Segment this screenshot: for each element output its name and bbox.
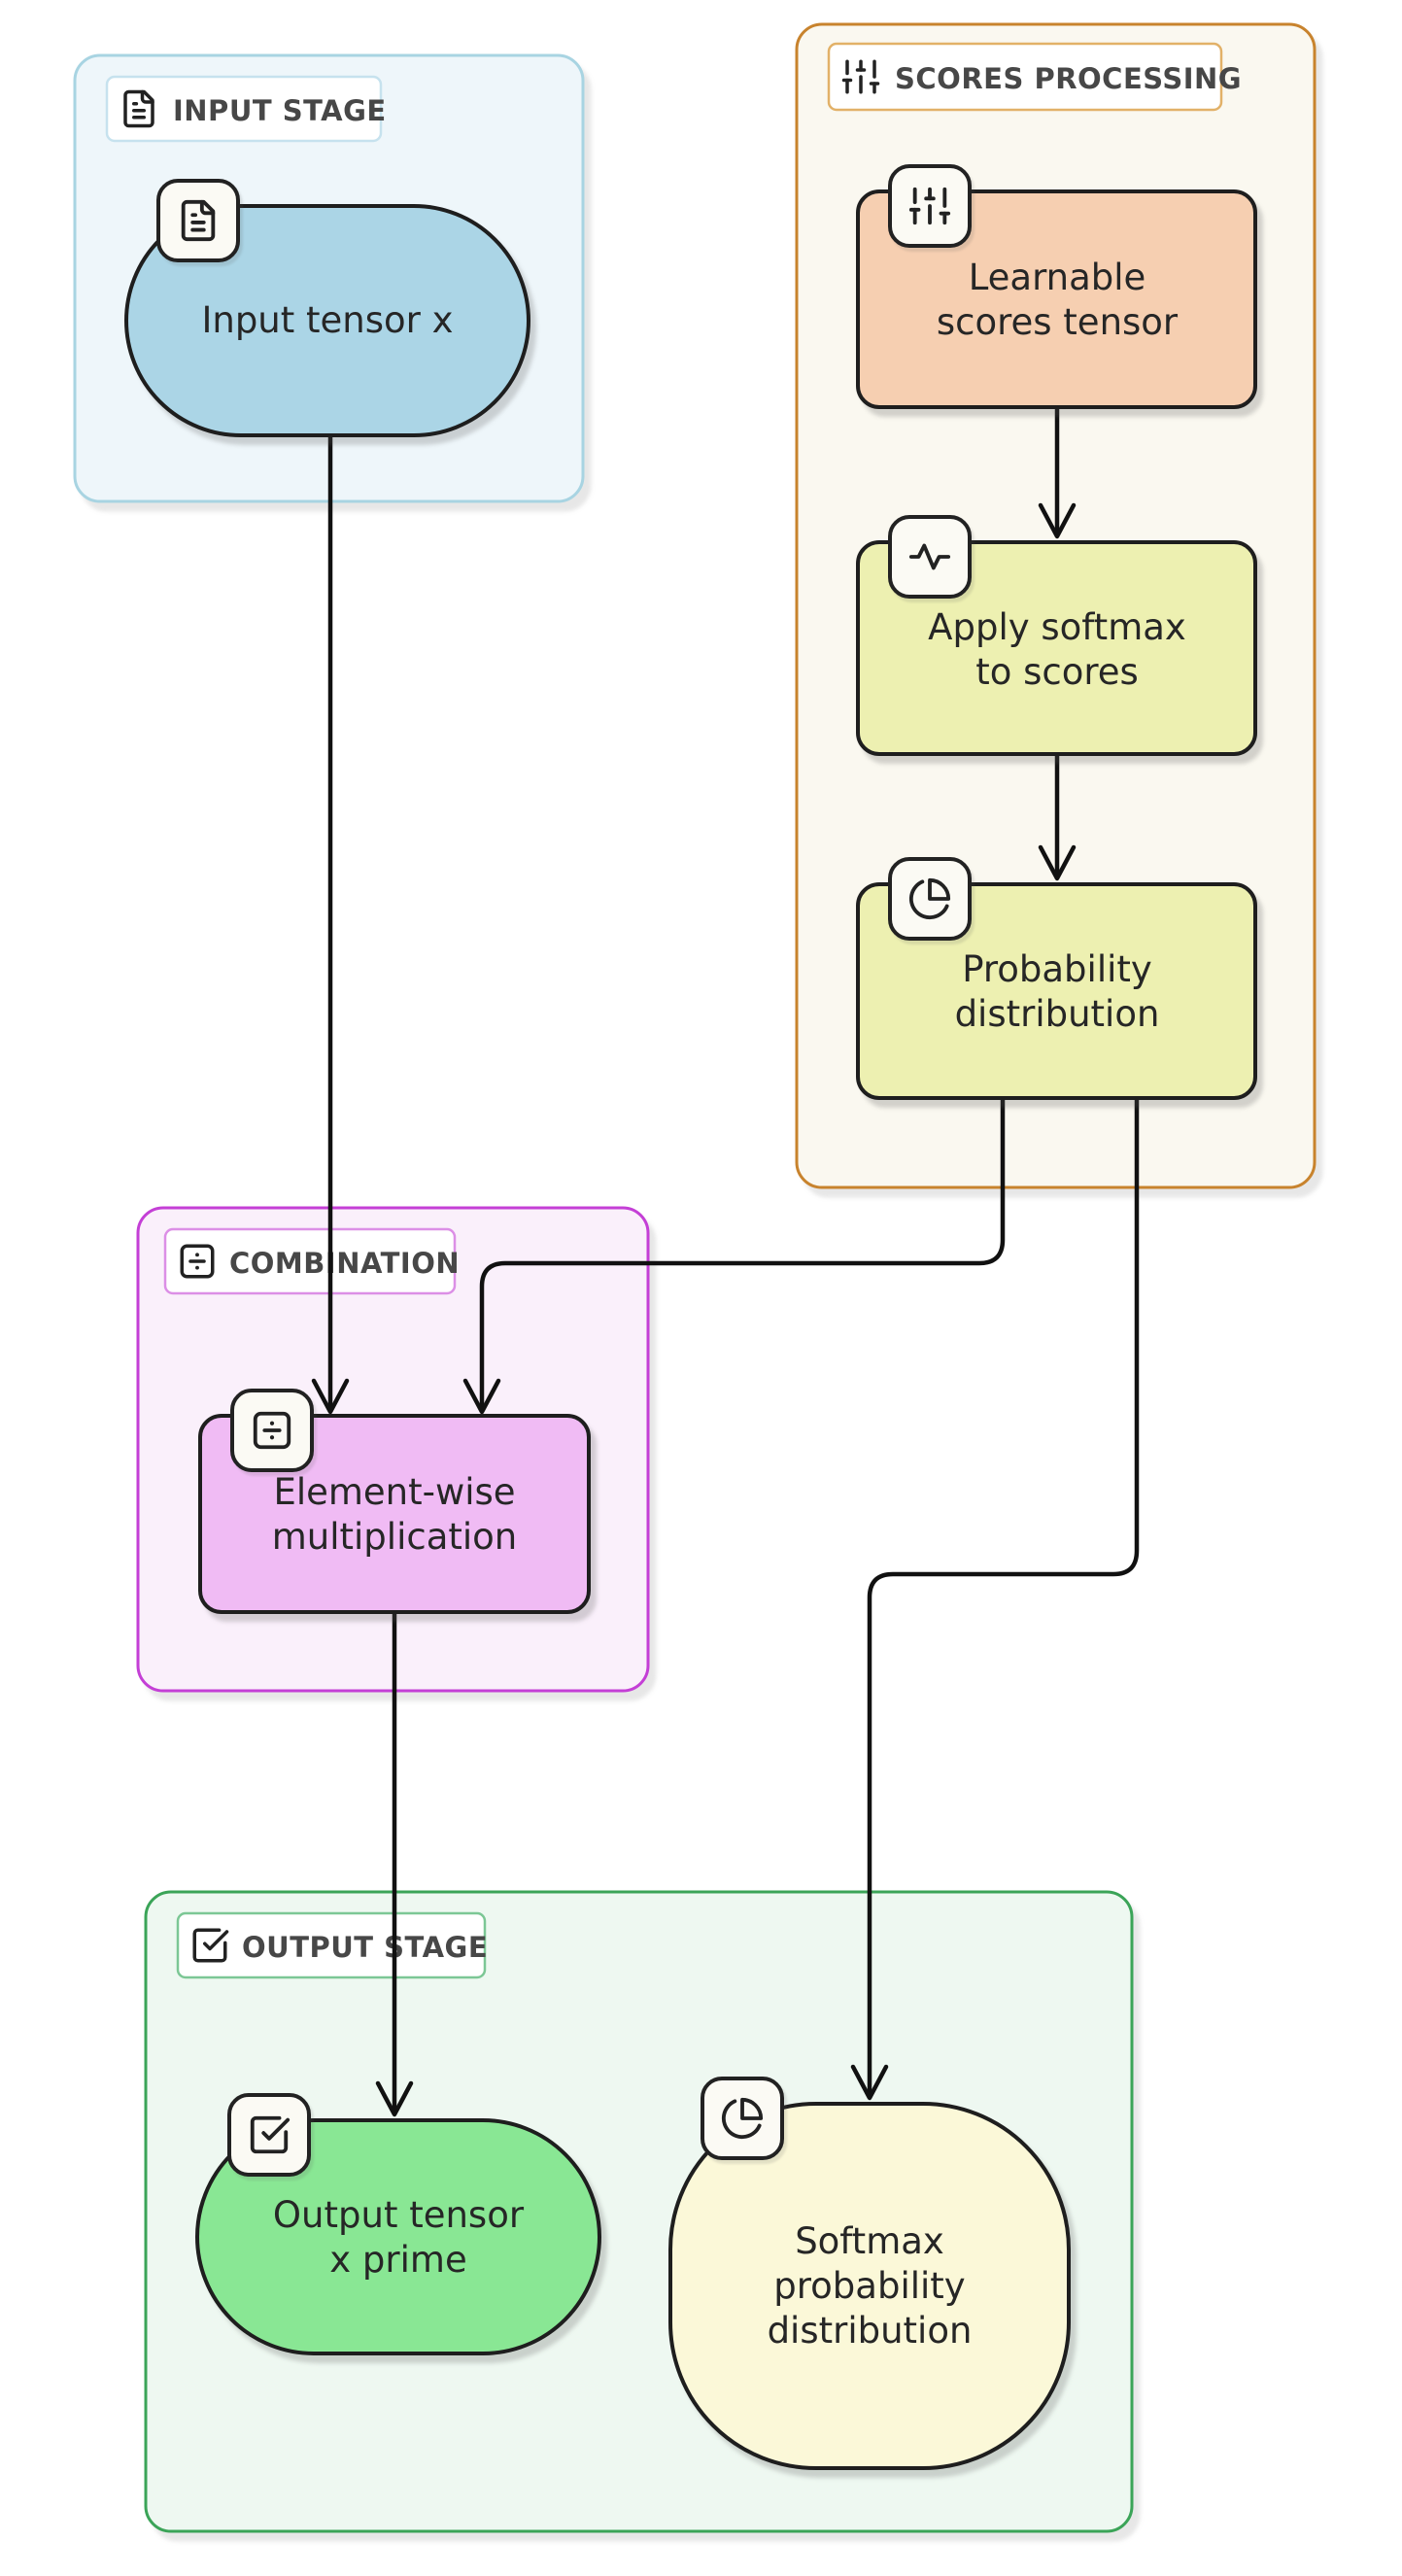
node-apply-softmax: Apply softmax to scores	[856, 515, 1257, 756]
node-shape	[195, 2118, 601, 2355]
group-badge-box	[105, 75, 383, 143]
arrowhead	[1038, 844, 1077, 881]
node-icon-chip	[888, 164, 972, 248]
node-input-tensor: Input tensor x	[124, 179, 530, 437]
group-badge-box	[163, 1227, 457, 1295]
group-badge: OUTPUT STAGE	[176, 1911, 488, 1979]
node-label: scores tensor	[937, 301, 1179, 343]
node-icon-chip	[227, 2093, 311, 2177]
node-label: distribution	[768, 2310, 973, 2352]
node-icon-chip	[230, 1389, 314, 1472]
node-label: to scores	[975, 651, 1139, 693]
group-label: OUTPUT STAGE	[242, 1931, 488, 1964]
arrowhead	[850, 2064, 889, 2101]
group-badge: INPUT STAGE	[105, 75, 387, 143]
node-icon-chip	[701, 2077, 784, 2160]
group-badge: COMBINATION	[163, 1227, 460, 1295]
icon-chip-box	[227, 2093, 311, 2177]
node-label: Element-wise	[273, 1471, 515, 1513]
node-label: Softmax	[795, 2220, 944, 2262]
node-label: Input tensor x	[201, 299, 453, 341]
node-softmax-probability-distribution: Softmax probability distribution	[668, 2077, 1071, 2470]
node-label: probability	[773, 2265, 965, 2307]
group-badge: SCORES PROCESSING	[827, 42, 1242, 112]
group-label: SCORES PROCESSING	[895, 62, 1242, 95]
node-icon-chip	[888, 857, 972, 941]
arrowhead	[1038, 502, 1077, 539]
edge-probability-distribution-to-softmax-probability	[867, 1093, 1140, 2097]
arrowhead	[375, 2080, 414, 2117]
node-label: Learnable	[969, 257, 1146, 298]
node-probability-distribution: Probability distribution	[856, 857, 1257, 1100]
group-label: INPUT STAGE	[173, 94, 387, 127]
group-label: COMBINATION	[229, 1247, 460, 1280]
node-shape	[124, 204, 530, 437]
edges	[311, 404, 1140, 2117]
group-badge-box	[176, 1911, 487, 1979]
node-shape	[668, 2102, 1071, 2470]
node-label: Output tensor	[273, 2194, 525, 2236]
node-label: Probability	[962, 948, 1152, 990]
arrowhead	[311, 1378, 350, 1415]
node-icon-chip	[156, 179, 240, 262]
group-badge-box	[827, 42, 1223, 112]
node-label: x prime	[329, 2239, 466, 2281]
node-icon-chip	[888, 515, 972, 599]
arrowhead	[462, 1378, 501, 1415]
node-label: multiplication	[272, 1516, 518, 1558]
node-learnable-scores: Learnable scores tensor	[856, 164, 1257, 409]
node-elementwise-multiplication: Element-wise multiplication	[198, 1389, 591, 1614]
edge-probability-distribution-to-elementwise-multiplication	[479, 1093, 1006, 1410]
node-label: Apply softmax	[928, 606, 1186, 648]
node-output-tensor-x-prime: Output tensor x prime	[195, 2093, 601, 2355]
node-label: distribution	[955, 993, 1160, 1035]
